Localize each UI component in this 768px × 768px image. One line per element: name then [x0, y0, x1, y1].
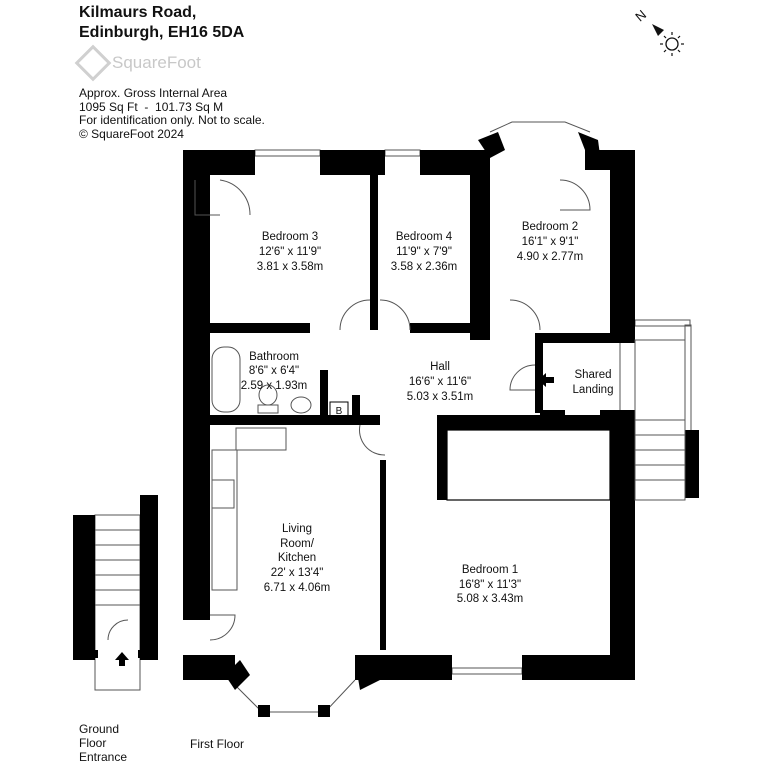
room-bedroom3: Bedroom 3 12'6" x 11'9" 3.81 x 3.58m: [257, 231, 323, 273]
room-shared-landing: Shared Landing: [573, 369, 614, 396]
svg-text:8'6" x 6'4": 8'6" x 6'4": [249, 365, 299, 377]
svg-text:12'6" x 11'9": 12'6" x 11'9": [259, 246, 321, 258]
svg-text:16'8" x 11'3": 16'8" x 11'3": [459, 579, 521, 591]
ground-floor-walls: [73, 495, 158, 660]
boiler: [329, 401, 349, 419]
bathtub: [211, 346, 241, 413]
room-bedroom2: Bedroom 2 16'1" x 9'1" 4.90 x 2.77m: [517, 221, 583, 263]
svg-text:Living: Living: [282, 523, 312, 535]
basin: [290, 396, 312, 414]
svg-text:Bedroom 3: Bedroom 3: [262, 231, 318, 243]
svg-text:16'6" x 11'6": 16'6" x 11'6": [409, 376, 471, 388]
svg-text:N: N: [632, 7, 649, 25]
svg-text:Bedroom 1: Bedroom 1: [462, 564, 518, 576]
svg-text:3.58 x 2.36m: 3.58 x 2.36m: [391, 261, 457, 273]
svg-text:3.81 x 3.58m: 3.81 x 3.58m: [257, 261, 323, 273]
room-hall: Hall 16'6" x 11'6" 5.03 x 3.51m: [407, 361, 473, 403]
svg-text:16'1" x 9'1": 16'1" x 9'1": [522, 236, 579, 248]
svg-text:Bedroom 2: Bedroom 2: [522, 221, 578, 233]
kitchen-counter: [211, 449, 238, 591]
svg-text:4.90 x 2.77m: 4.90 x 2.77m: [517, 251, 583, 263]
room-bedroom1: Bedroom 1 16'8" x 11'3" 5.08 x 3.43m: [457, 564, 523, 605]
walls: [183, 132, 699, 717]
boiler-label: B: [336, 406, 343, 417]
first-floor-label: First Floor: [190, 737, 244, 751]
svg-text:11'9" x 7'9": 11'9" x 7'9": [396, 246, 452, 258]
squarefoot-logo: SquareFoot: [74, 44, 201, 82]
svg-text:5.08 x 3.43m: 5.08 x 3.43m: [457, 593, 523, 605]
svg-text:2.59 x 1.93m: 2.59 x 1.93m: [241, 380, 307, 392]
room-living-kitchen: Living Room/ Kitchen 22' x 13'4" 6.71 x …: [264, 523, 330, 594]
svg-text:Kitchen: Kitchen: [278, 552, 316, 564]
area-info: Approx. Gross Internal Area 1095 Sq Ft -…: [79, 86, 265, 141]
svg-text:Landing: Landing: [573, 384, 614, 396]
property-address: Kilmaurs Road, Edinburgh, EH16 5DA: [79, 4, 245, 41]
svg-text:6.71 x 4.06m: 6.71 x 4.06m: [264, 582, 330, 594]
svg-text:Bedroom 4: Bedroom 4: [396, 231, 453, 243]
cupboard-door: [194, 180, 220, 216]
svg-text:Hall: Hall: [430, 361, 450, 373]
compass-icon: N: [632, 7, 684, 56]
entrance-arrow-icon: [538, 373, 554, 387]
ground-floor-label: Ground Floor Entrance: [79, 722, 128, 764]
stairs: [94, 339, 686, 691]
hob: [211, 479, 235, 509]
svg-text:5.03 x 3.51m: 5.03 x 3.51m: [407, 391, 473, 403]
kitchen-sink: [235, 427, 287, 451]
room-bedroom4: Bedroom 4 11'9" x 7'9" 3.58 x 2.36m: [391, 231, 457, 273]
entrance-arrow-icon: [115, 652, 129, 666]
svg-text:Bathroom: Bathroom: [249, 351, 299, 363]
svg-text:Shared: Shared: [574, 369, 611, 381]
room-bathroom: Bathroom 8'6" x 6'4" 2.59 x 1.93m: [241, 351, 307, 392]
svg-text:22' x 13'4": 22' x 13'4": [271, 567, 324, 579]
svg-text:Room/: Room/: [280, 538, 315, 550]
cupboard: [446, 429, 611, 501]
